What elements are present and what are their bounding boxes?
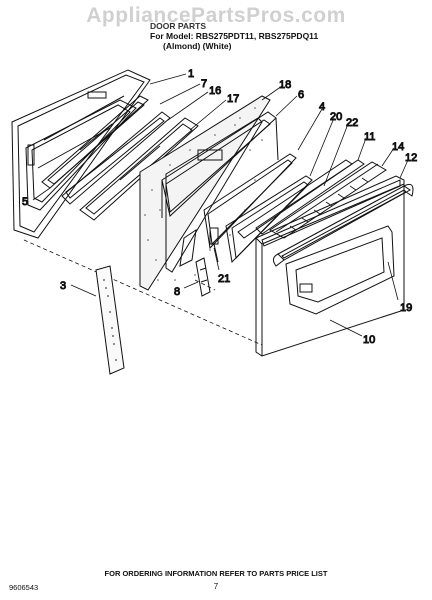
part-outer-door-panel [255, 175, 405, 357]
callout-21: 21 [218, 273, 230, 285]
callout-12: 12 [405, 152, 417, 164]
callout-20: 20 [330, 111, 342, 123]
part-hinge-bracket [195, 257, 211, 297]
part-door-glass [79, 117, 199, 221]
callout-18: 18 [279, 79, 291, 91]
color-line: (Almond) (White) [163, 41, 232, 51]
callout-6: 6 [298, 89, 304, 101]
ordering-note: FOR ORDERING INFORMATION REFER TO PARTS … [104, 569, 328, 578]
model-line: For Model: RBS275PDT11, RBS275PDQ11 [150, 31, 319, 41]
part-door-gasket [95, 265, 125, 375]
callout-4: 4 [319, 101, 325, 113]
callout-19: 19 [400, 302, 412, 314]
diagram-code: 9606543 [9, 583, 39, 592]
part-hinge-receptacle [209, 227, 219, 263]
part-trim-strip [237, 159, 365, 239]
callout-7: 7 [201, 78, 207, 90]
callout-14: 14 [392, 141, 404, 153]
diagram-title: DOOR PARTS [150, 21, 207, 31]
page-number: 7 [213, 582, 219, 591]
part-door-handle [272, 183, 414, 267]
callout-17: 17 [227, 93, 239, 105]
part-window-trim [285, 225, 395, 315]
part-inner-glass [41, 95, 149, 189]
callout-8: 8 [174, 286, 180, 298]
part-inner-door-panel [11, 69, 151, 239]
part-window-frame [61, 111, 171, 205]
callout-22: 22 [346, 117, 358, 129]
assembly-guide-lines [23, 239, 263, 346]
callout-10: 10 [363, 334, 375, 346]
callout-3: 3 [60, 280, 66, 292]
part-vent-trim [269, 161, 387, 239]
part-window-pack [203, 153, 297, 250]
callout-5: 5 [22, 196, 28, 208]
callout-numbers: 1 7 16 17 18 6 4 20 22 11 14 12 5 3 8 21… [22, 68, 418, 347]
callout-16: 16 [209, 85, 221, 97]
watermark: AppliancePartsPros.com [86, 4, 346, 27]
callout-1: 1 [188, 68, 194, 80]
part-insulation [139, 95, 271, 291]
part-door-liner [161, 111, 279, 218]
callout-11: 11 [364, 131, 375, 143]
callout-leader-lines [32, 73, 409, 337]
